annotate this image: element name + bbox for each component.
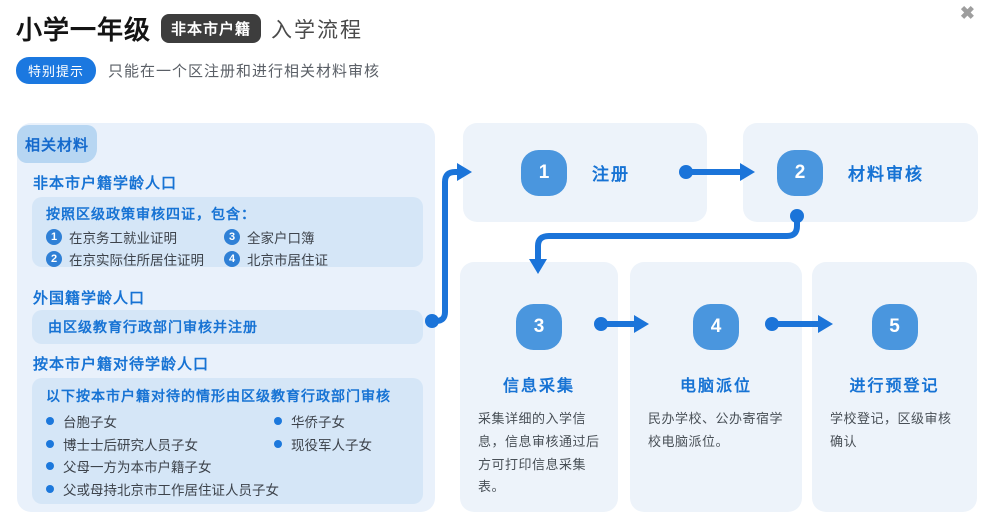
step-description: 学校登记，区级审核确认 (830, 411, 952, 449)
item-number-badge: 2 (46, 251, 62, 267)
household-type-badge: 非本市户籍 (161, 14, 262, 43)
certificate-item-label: 在京实际住所居住证明 (69, 253, 204, 268)
foreign-review-box: 由区级教育行政部门审核并注册 (32, 310, 423, 344)
step-description: 采集详细的入学信息，信息审核通过后方可打印信息采集表。 (478, 411, 600, 495)
step-label: 信息采集 (502, 378, 575, 395)
step-number-badge: 4 (693, 304, 739, 350)
step-label: 注册 (592, 165, 630, 184)
four-certificates-box: 按照区级政策审核四证，包含： 1 在京务工就业证明 2 在京实际住所居住证明 3… (32, 197, 423, 270)
bullet-label: 台胞子女 (63, 415, 117, 431)
bullet-label: 父或母持北京市工作居住证人员子女 (63, 482, 279, 498)
bullet-item: 现役军人子女 (274, 433, 372, 456)
bullet-item: 博士士后研究人员子女 (46, 433, 279, 456)
bullet-dot-icon (274, 417, 282, 426)
bullet-dot-icon (46, 439, 54, 448)
flow-step-card-info-collection: 3 信息采集 采集详细的入学信息，信息审核通过后方可打印信息采集表。 (460, 262, 618, 512)
item-number-badge: 3 (224, 229, 240, 245)
bullet-item: 华侨子女 (274, 410, 372, 433)
page-subtitle: 入学流程 (271, 18, 364, 42)
step-label: 电脑派位 (679, 378, 752, 395)
special-tip: 特别提示 只能在一个区注册和进行相关材料审核 (16, 57, 380, 84)
page-header: 小学一年级 非本市户籍 入学流程 (16, 10, 363, 47)
bullet-item: 父母一方为本市户籍子女 (46, 455, 279, 478)
bullet-dot-icon (46, 484, 54, 493)
item-number-badge: 4 (224, 251, 240, 267)
bullet-dot-icon (46, 462, 54, 471)
bullet-label: 父母一方为本市户籍子女 (63, 460, 212, 476)
bullet-item: 父或母持北京市工作居住证人员子女 (46, 478, 279, 501)
materials-panel-tab: 相关材料 (17, 125, 97, 163)
certificate-item: 2 在京实际住所居住证明 (46, 248, 204, 270)
bullet-item: 台胞子女 (46, 410, 279, 433)
foreign-review-text: 由区级教育行政部门审核并注册 (48, 319, 258, 335)
flow-step-card-computer-allocation: 4 电脑派位 民办学校、公办寄宿学校电脑派位。 (630, 262, 802, 512)
certificate-item-label: 在京务工就业证明 (69, 231, 177, 246)
certificate-item-label: 北京市居住证 (247, 253, 328, 268)
section-heading-non-local: 非本市户籍学龄人口 (33, 175, 178, 192)
certificate-item: 3 全家户口簿 (224, 226, 328, 248)
step-number-badge: 2 (777, 149, 823, 196)
bullet-dot-icon (46, 417, 54, 426)
treated-as-local-box: 以下按本市户籍对待的情形由区级教育行政部门审核 台胞子女 博士士后研究人员子女 … (32, 378, 423, 504)
four-certificates-title: 按照区级政策审核四证，包含： (46, 206, 256, 222)
step-description: 民办学校、公办寄宿学校电脑派位。 (648, 411, 784, 449)
bullet-label: 现役军人子女 (291, 437, 372, 453)
flow-step-card-material-review: 2 材料审核 (743, 123, 978, 222)
close-icon[interactable]: ✖ (959, 3, 975, 23)
step-number-badge: 1 (521, 149, 567, 196)
flow-step-card-preregistration: 5 进行预登记 学校登记，区级审核确认 (812, 262, 977, 512)
treated-as-local-title: 以下按本市户籍对待的情形由区级教育行政部门审核 (46, 388, 391, 404)
tip-pill: 特别提示 (16, 57, 97, 84)
page-title: 小学一年级 (16, 15, 152, 45)
bullet-label: 博士士后研究人员子女 (63, 437, 198, 453)
certificate-item: 4 北京市居住证 (224, 248, 328, 270)
materials-panel: 相关材料 非本市户籍学龄人口 按照区级政策审核四证，包含： 1 在京务工就业证明… (17, 123, 435, 512)
section-heading-treated-as-local: 按本市户籍对待学龄人口 (33, 356, 210, 373)
step-number-badge: 5 (871, 304, 918, 350)
section-heading-foreign: 外国籍学龄人口 (33, 290, 146, 307)
step-label: 材料审核 (848, 165, 924, 184)
flow-step-card-register: 1 注册 (463, 123, 707, 222)
step-number-badge: 3 (516, 304, 562, 350)
certificate-item-label: 全家户口簿 (247, 231, 315, 246)
certificate-item: 1 在京务工就业证明 (46, 226, 204, 248)
step-label: 进行预登记 (849, 378, 940, 395)
tip-text: 只能在一个区注册和进行相关材料审核 (108, 63, 381, 80)
item-number-badge: 1 (46, 229, 62, 245)
bullet-dot-icon (274, 439, 282, 448)
bullet-label: 华侨子女 (291, 415, 345, 431)
